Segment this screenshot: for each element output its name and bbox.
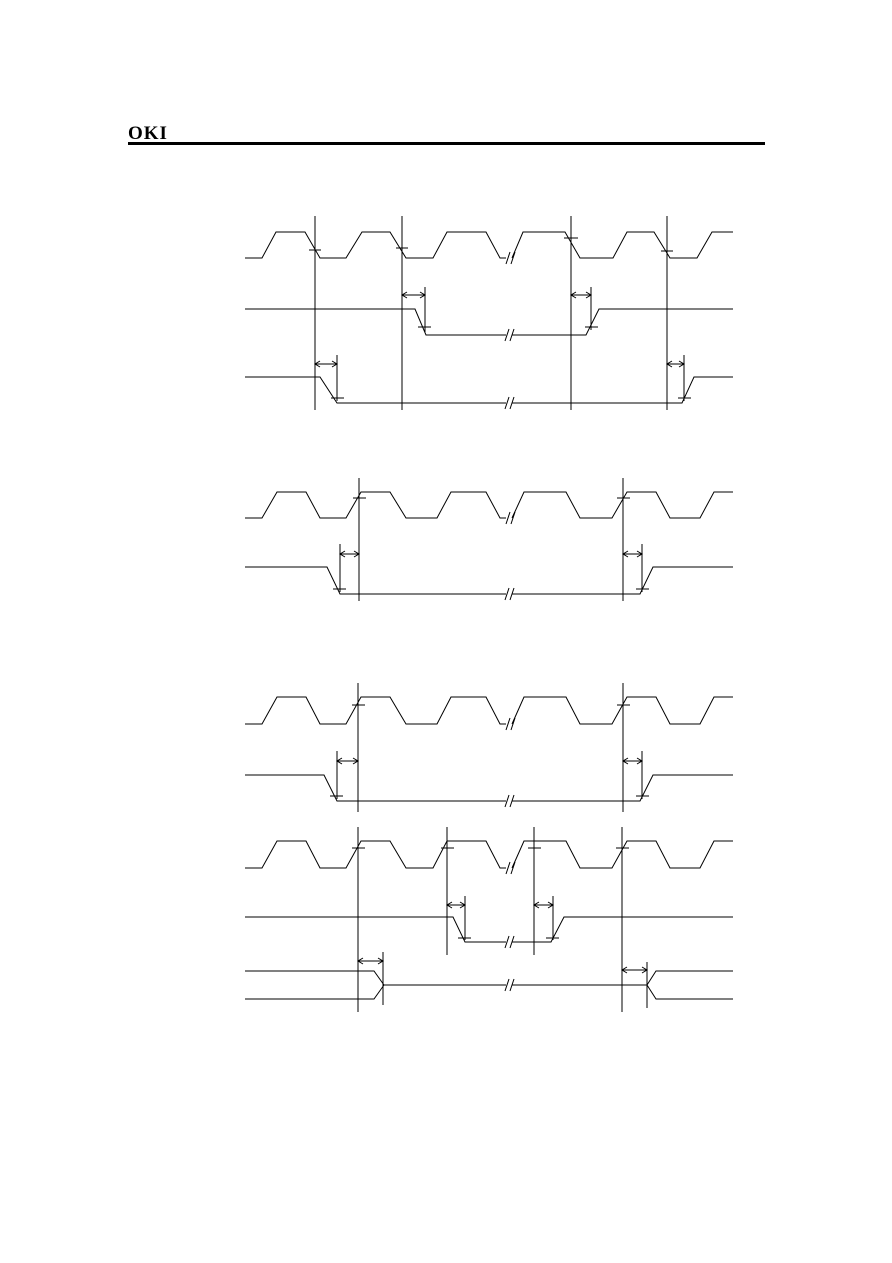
break-mark xyxy=(504,935,515,949)
dimension-arrow xyxy=(666,360,685,368)
dimension-arrow xyxy=(336,757,359,765)
clock-waveform xyxy=(245,491,506,519)
dimension-arrow xyxy=(357,957,384,965)
break-mark xyxy=(505,717,516,731)
break-mark xyxy=(505,861,516,875)
timing-panel-1 xyxy=(245,216,733,410)
break-mark xyxy=(505,511,516,525)
bus-waveform-cont-bottom xyxy=(646,984,733,1000)
break-mark xyxy=(504,794,515,808)
bus-waveform-cont xyxy=(512,970,733,986)
dimension-arrow xyxy=(622,550,643,558)
break-mark xyxy=(504,396,515,410)
timing-panel-2 xyxy=(245,478,733,601)
dimension-arrow xyxy=(621,966,648,974)
dimension-arrow xyxy=(339,550,360,558)
signal-2-waveform-cont xyxy=(512,774,733,802)
dimension-arrow xyxy=(533,901,554,909)
clock-waveform-cont xyxy=(511,231,733,259)
signal-2-waveform xyxy=(245,916,506,943)
clock-waveform xyxy=(245,696,506,725)
signal-2-waveform-cont xyxy=(512,916,733,943)
dimension-arrow xyxy=(570,291,592,299)
signal-3-waveform xyxy=(245,376,506,404)
clock-waveform-cont xyxy=(511,491,733,519)
oki-logo: OKI xyxy=(128,123,168,144)
signal-2-waveform xyxy=(245,566,506,595)
bus-waveform-bottom xyxy=(245,984,385,1000)
header-rule xyxy=(128,142,765,145)
clock-waveform-cont xyxy=(511,696,733,725)
timing-panel-3 xyxy=(245,683,733,812)
break-mark xyxy=(505,251,516,265)
dimension-arrow xyxy=(622,757,643,765)
signal-2-waveform xyxy=(245,308,506,336)
signal-2-waveform xyxy=(245,774,506,802)
dimension-arrow xyxy=(314,360,338,368)
dimension-arrow xyxy=(401,291,426,299)
clock-waveform xyxy=(245,840,506,869)
bus-waveform-top xyxy=(245,970,506,986)
clock-waveform-cont xyxy=(511,840,733,869)
signal-2-waveform-cont xyxy=(512,308,733,336)
break-mark xyxy=(504,587,515,601)
clock-waveform xyxy=(245,231,506,259)
break-mark xyxy=(504,328,515,342)
timing-panel-4 xyxy=(245,827,733,1012)
break-mark xyxy=(504,978,515,992)
signal-2-waveform-cont xyxy=(512,566,733,595)
dimension-arrow xyxy=(446,901,466,909)
signal-3-waveform-cont xyxy=(512,376,733,404)
